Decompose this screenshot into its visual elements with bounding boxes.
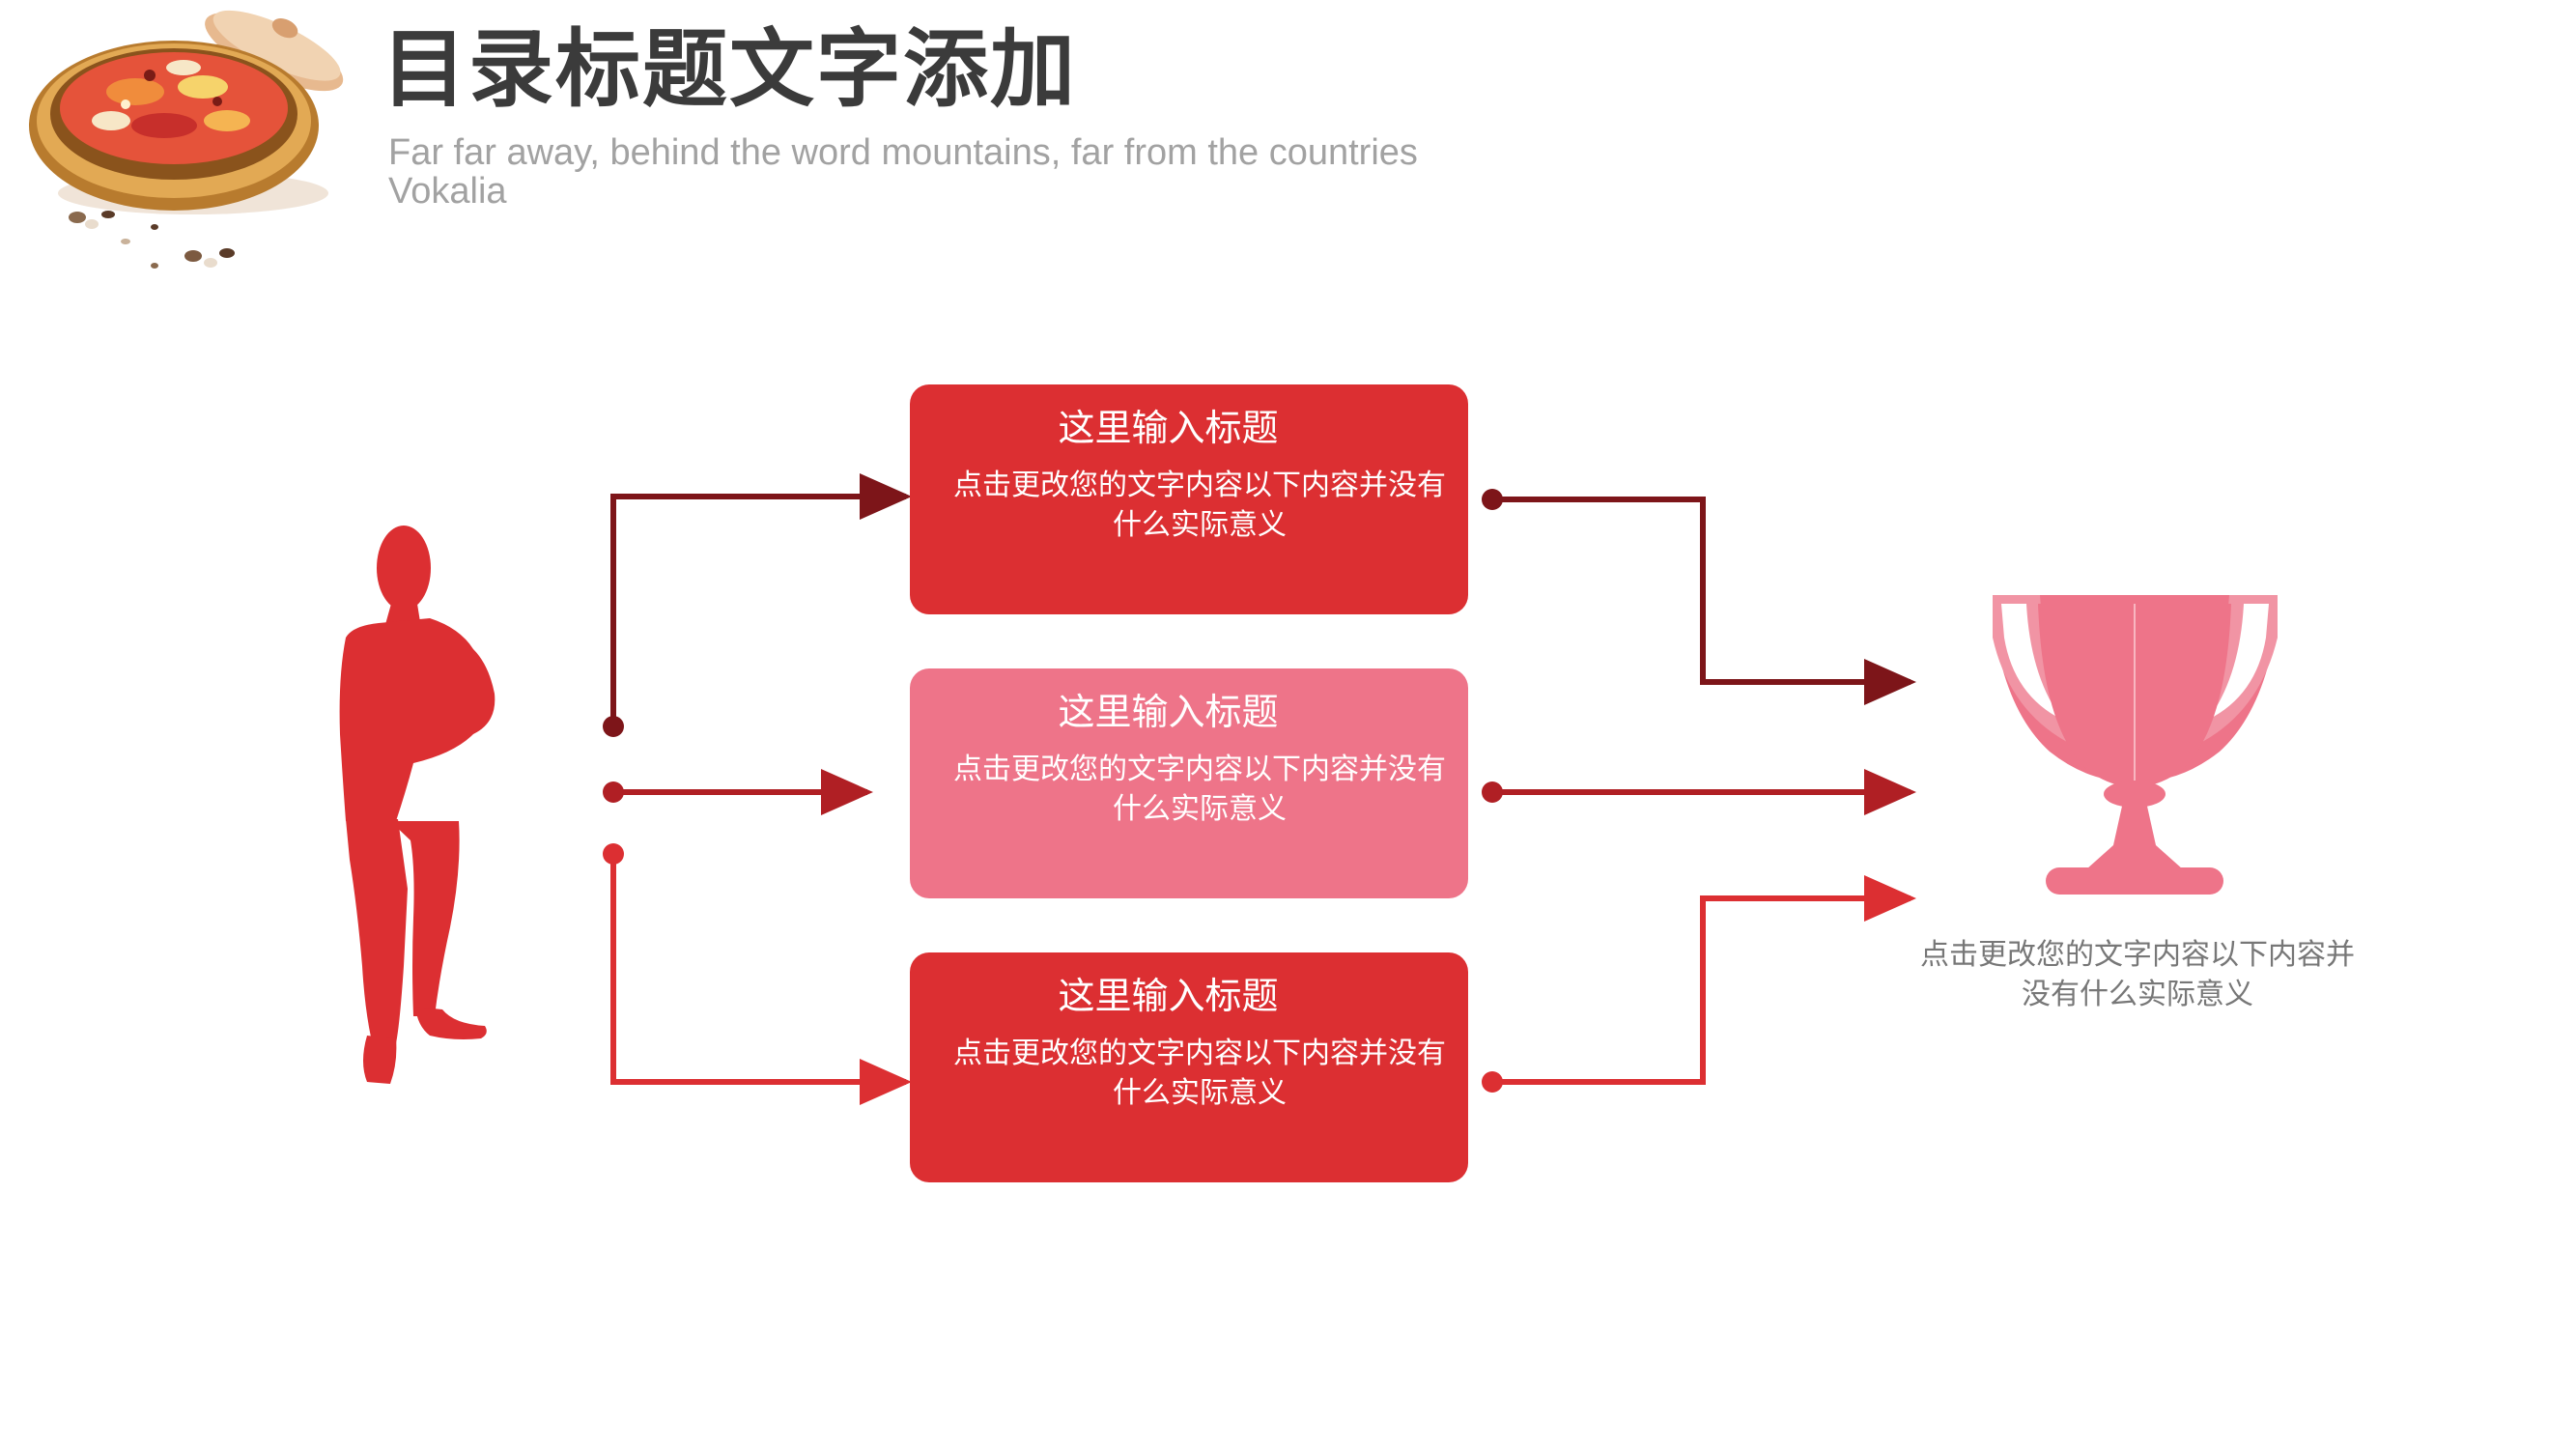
page-subtitle: Far far away, behind the word mountains,… bbox=[388, 132, 1418, 212]
step-box-description: 点击更改您的文字内容以下内容并没有什么实际意义 bbox=[953, 753, 1446, 826]
food-bowl-illustration bbox=[29, 10, 344, 269]
step-box-1[interactable]: 这里输入标题 点击更改您的文字内容以下内容并没有什么实际意义 bbox=[910, 384, 1468, 614]
page-title: 目录标题文字添加 bbox=[382, 19, 1078, 119]
step-box-description: 点击更改您的文字内容以下内容并没有什么实际意义 bbox=[953, 469, 1446, 542]
step-box-title: 这里输入标题 bbox=[1058, 975, 1279, 1017]
step-box-3[interactable]: 这里输入标题 点击更改您的文字内容以下内容并没有什么实际意义 bbox=[910, 952, 1468, 1182]
output-connector-top bbox=[1482, 489, 1916, 705]
output-connector-bottom bbox=[1482, 875, 1916, 1093]
input-connector-top bbox=[603, 473, 912, 737]
step-box-title: 这里输入标题 bbox=[1058, 691, 1279, 733]
trophy-icon bbox=[1993, 595, 2278, 895]
input-connector-bottom bbox=[603, 843, 912, 1105]
step-box-description: 点击更改您的文字内容以下内容并没有什么实际意义 bbox=[953, 1037, 1446, 1110]
input-connector-middle bbox=[603, 769, 873, 815]
output-connector-middle bbox=[1482, 769, 1916, 815]
step-box-2[interactable]: 这里输入标题 点击更改您的文字内容以下内容并没有什么实际意义 bbox=[910, 668, 1468, 898]
businessman-silhouette-icon bbox=[339, 526, 495, 1084]
step-box-title: 这里输入标题 bbox=[1058, 407, 1279, 449]
result-description: 点击更改您的文字内容以下内容并没有什么实际意义 bbox=[1920, 938, 2355, 1011]
